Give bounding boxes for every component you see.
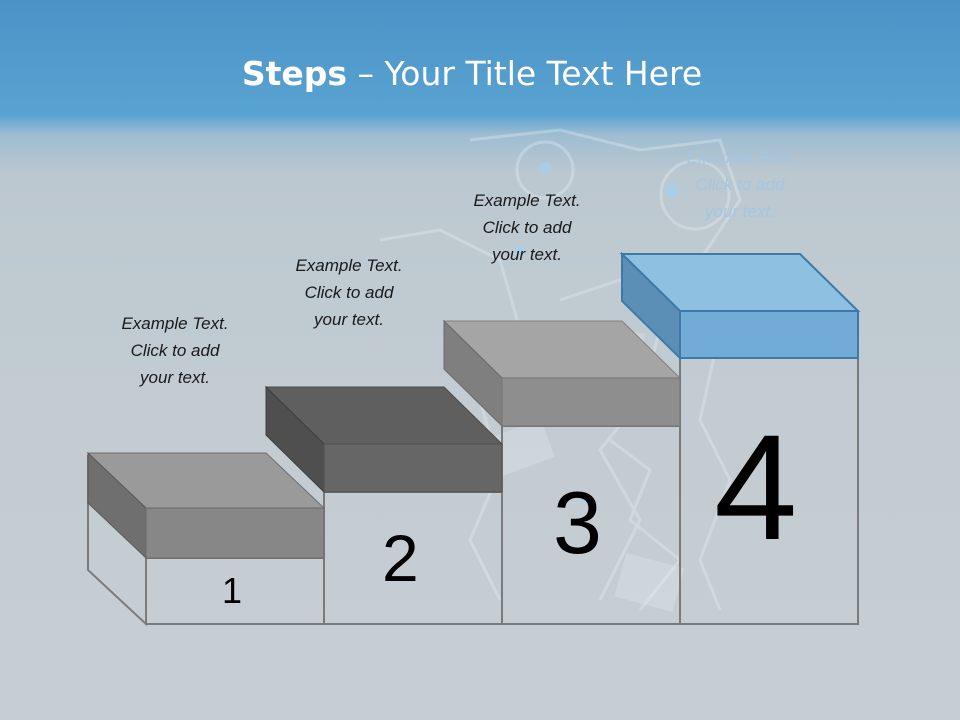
step-1-label-line1: Example Text. [121,314,229,333]
step-2-label-line1: Example Text. [295,256,403,275]
step-2-label-line2: Click to add [304,283,394,302]
step-4-label-line3: your text. [705,202,775,221]
step-1-label-line2: Click to add [130,341,220,360]
step-3-label-line2: Click to add [482,218,572,237]
step-1-label[interactable]: Example Text. Click to add your text. [85,310,265,391]
step-2-block[interactable] [264,385,504,494]
step-4-label[interactable]: Example Text. Click to add your text. [650,144,830,225]
step-1-label-line3: your text. [140,368,210,387]
step-4-block[interactable] [619,251,861,361]
step-2-number: 2 [382,521,419,595]
step-1-block[interactable] [86,451,326,560]
step-3-label[interactable]: Example Text. Click to add your text. [437,187,617,268]
step-1-number: 1 [222,570,243,611]
title-rest: – Your Title Text Here [347,54,703,93]
title-bold: Steps [241,54,348,93]
step-4-label-line1: Example Text. [686,148,794,167]
step-3-block[interactable] [442,319,682,428]
step-2-label[interactable]: Example Text. Click to add your text. [259,252,439,333]
step-4-label-line2: Click to add [695,175,785,194]
step-3-label-line3: your text. [492,245,562,264]
step-3-label-line1: Example Text. [473,191,581,210]
step-2-label-line3: your text. [314,310,384,329]
step-4-number: 4 [714,403,798,571]
slide-title[interactable]: Steps – Your Title Text Here [0,54,944,93]
step-3-number: 3 [553,473,602,572]
